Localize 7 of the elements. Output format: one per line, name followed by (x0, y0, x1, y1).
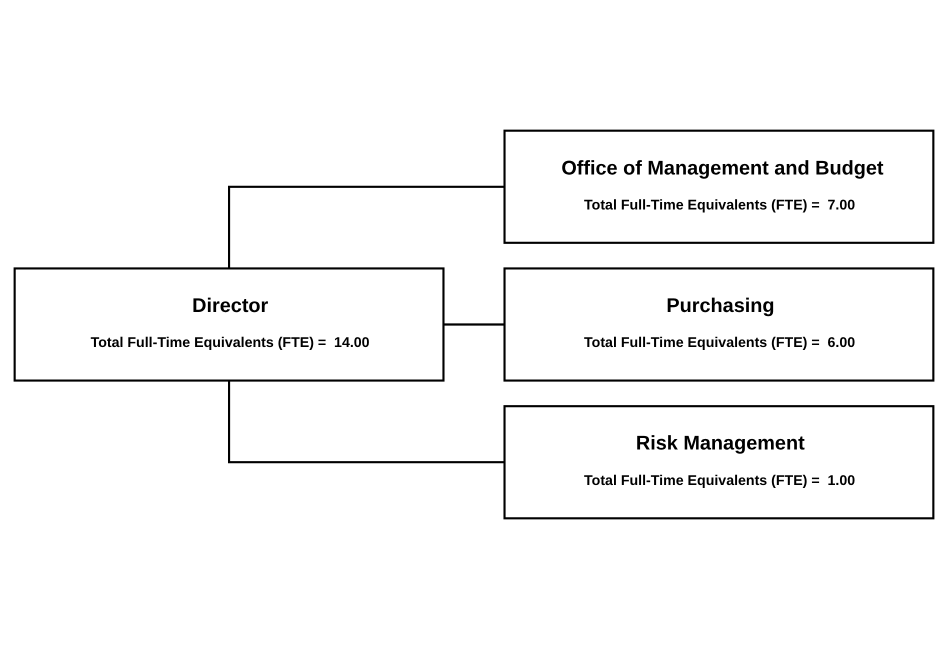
connector (228, 185, 504, 268)
connector (444, 322, 504, 326)
connector (228, 380, 504, 463)
node-box: Purchasing Total Full-Time Equivalents (FTE) = 6.00 (503, 266, 934, 382)
node-box: Director Total Full-Time Equivalents (FTE) = 14.00 (14, 266, 445, 382)
node-box: Office of Management and Budget Total Full-Time Equivalents (FTE) = 7.00 (503, 129, 934, 244)
node-box: Risk Management Total Full-Time Equivalents (FTE) = 1.00 (503, 404, 934, 519)
